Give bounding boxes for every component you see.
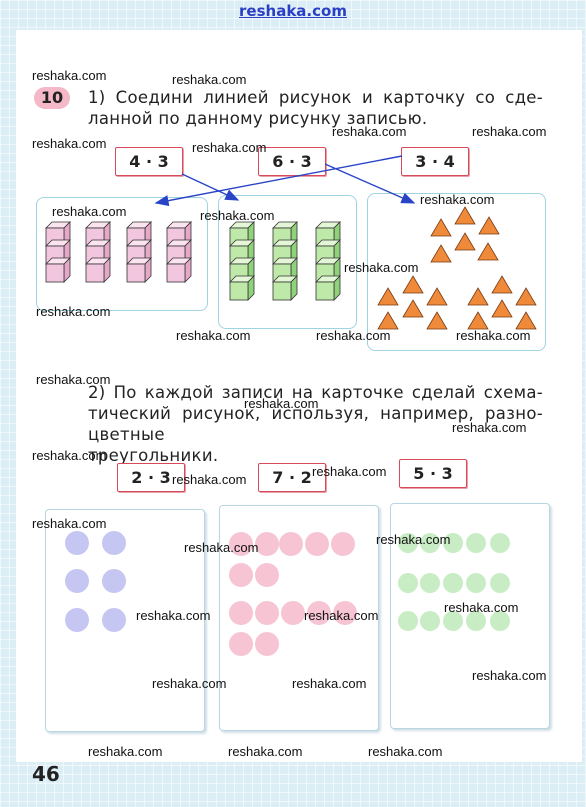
watermark: reshaka.com bbox=[292, 676, 367, 691]
watermark: reshaka.com bbox=[472, 668, 547, 683]
watermark: reshaka.com bbox=[332, 124, 407, 139]
watermark: reshaka.com bbox=[192, 140, 267, 155]
task-part1-line2: ланной по данному рисунку записью. bbox=[88, 109, 428, 128]
task-part1-line1: 1) Соедини линией рисунок и карточку со … bbox=[88, 88, 543, 107]
card-7x2[interactable]: 7 · 2 bbox=[258, 463, 326, 492]
watermark: reshaka.com bbox=[368, 744, 443, 759]
card-3x4[interactable]: 3 · 4 bbox=[401, 147, 469, 176]
circle-mark bbox=[255, 532, 279, 556]
watermark: reshaka.com bbox=[176, 328, 251, 343]
circle-mark bbox=[420, 573, 440, 593]
circle-mark bbox=[102, 531, 126, 555]
circle-mark bbox=[229, 563, 253, 587]
page-number: 46 bbox=[32, 762, 60, 786]
green-cube-towers bbox=[229, 221, 341, 301]
circle-mark bbox=[443, 533, 463, 553]
circle-mark bbox=[490, 611, 510, 631]
circle-mark bbox=[398, 611, 418, 631]
card-4x3[interactable]: 4 · 3 bbox=[115, 147, 183, 176]
circle-mark bbox=[443, 573, 463, 593]
watermark: reshaka.com bbox=[456, 328, 531, 343]
circle-mark bbox=[255, 563, 279, 587]
circle-mark bbox=[65, 608, 89, 632]
circle-mark bbox=[102, 608, 126, 632]
watermark: reshaka.com bbox=[244, 396, 319, 411]
watermark: reshaka.com bbox=[36, 304, 111, 319]
circle-mark bbox=[466, 573, 486, 593]
card-6x3[interactable]: 6 · 3 bbox=[258, 147, 326, 176]
circle-mark bbox=[466, 533, 486, 553]
watermark: reshaka.com bbox=[52, 204, 127, 219]
watermark: reshaka.com bbox=[32, 136, 107, 151]
watermark: reshaka.com bbox=[376, 532, 451, 547]
watermark: reshaka.com bbox=[228, 744, 303, 759]
circle-mark bbox=[305, 532, 329, 556]
circle-mark bbox=[398, 573, 418, 593]
circle-mark bbox=[420, 533, 440, 553]
circle-mark bbox=[331, 532, 355, 556]
circle-mark bbox=[102, 569, 126, 593]
watermark: reshaka.com bbox=[304, 608, 379, 623]
watermark: reshaka.com bbox=[184, 540, 259, 555]
circle-mark bbox=[255, 632, 279, 656]
circle-mark bbox=[65, 569, 89, 593]
circle-mark bbox=[443, 611, 463, 631]
watermark: reshaka.com bbox=[36, 372, 111, 387]
watermark: reshaka.com bbox=[444, 600, 519, 615]
site-header-link[interactable]: reshaka.com bbox=[239, 2, 347, 20]
circle-mark bbox=[229, 532, 253, 556]
watermark: reshaka.com bbox=[172, 472, 247, 487]
watermark: reshaka.com bbox=[88, 744, 163, 759]
watermark: reshaka.com bbox=[200, 208, 275, 223]
circle-mark bbox=[398, 533, 418, 553]
watermark: reshaka.com bbox=[136, 608, 211, 623]
circle-mark bbox=[490, 533, 510, 553]
task-part2-line3: цветные треугольники. bbox=[88, 425, 219, 465]
circle-mark bbox=[466, 611, 486, 631]
picture-triangles[interactable] bbox=[367, 193, 546, 351]
circle-mark bbox=[307, 601, 331, 625]
connector-arrows bbox=[154, 155, 416, 207]
task-number-badge: 10 bbox=[34, 87, 70, 109]
circle-mark bbox=[333, 601, 357, 625]
card-2x3[interactable]: 2 · 3 bbox=[117, 463, 185, 492]
card-5x3[interactable]: 5 · 3 bbox=[399, 459, 467, 488]
circle-mark bbox=[65, 531, 89, 555]
watermark: reshaka.com bbox=[172, 72, 247, 87]
circle-mark bbox=[229, 632, 253, 656]
watermark: reshaka.com bbox=[452, 420, 527, 435]
watermark: reshaka.com bbox=[152, 676, 227, 691]
circle-mark bbox=[490, 573, 510, 593]
task-part2-line2: тический рисунок, используя, например, р… bbox=[88, 404, 543, 423]
watermark: reshaka.com bbox=[316, 328, 391, 343]
watermark: reshaka.com bbox=[32, 516, 107, 531]
circle-mark bbox=[279, 532, 303, 556]
pink-cube-towers bbox=[45, 221, 192, 283]
watermark: reshaka.com bbox=[32, 448, 107, 463]
task-part2-line1: 2) По каждой записи на карточке сделай с… bbox=[88, 383, 543, 402]
circle-mark bbox=[281, 601, 305, 625]
circle-mark bbox=[229, 601, 253, 625]
watermark: reshaka.com bbox=[312, 464, 387, 479]
watermark: reshaka.com bbox=[344, 260, 419, 275]
circle-mark bbox=[255, 601, 279, 625]
watermark: reshaka.com bbox=[32, 68, 107, 83]
circle-mark bbox=[420, 611, 440, 631]
watermark: reshaka.com bbox=[420, 192, 495, 207]
watermark: reshaka.com bbox=[472, 124, 547, 139]
